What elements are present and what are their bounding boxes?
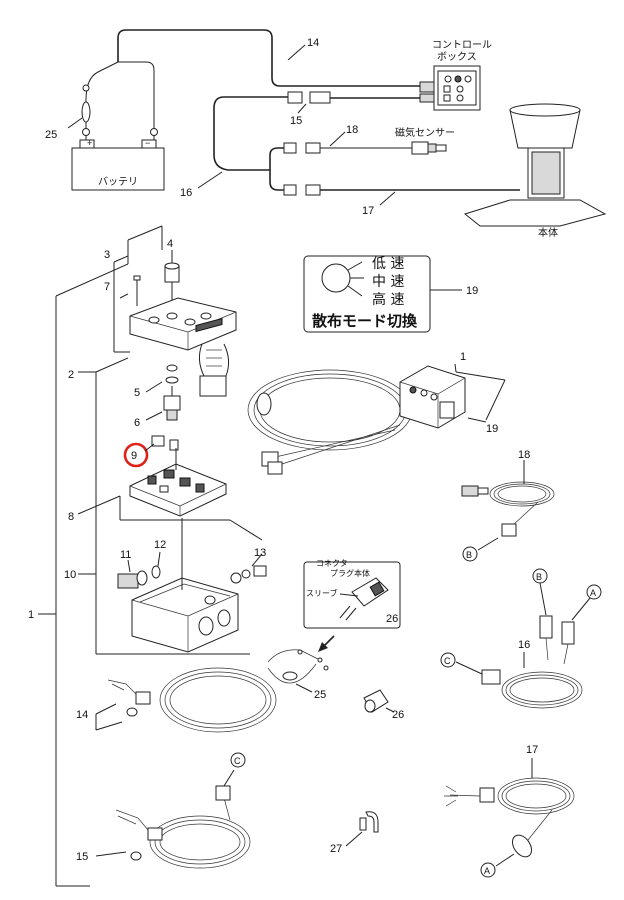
svg-text:+: + [87, 138, 92, 148]
label-26-inset: 26 [386, 613, 398, 625]
part-27-clip: 27 [330, 811, 379, 855]
part-7-screw [133, 275, 141, 306]
part-4-knob: 4 [164, 238, 180, 300]
bracket-lines [38, 225, 263, 887]
mode-panel: 低 速 中 速 高 速 散布モード切換 19 [303, 255, 478, 333]
label-2-left: 2 [68, 369, 74, 381]
mode-title: 散布モード切換 [312, 312, 418, 330]
svg-text:−: − [145, 138, 150, 148]
pcb-board [129, 448, 227, 517]
label-9: 9 [131, 450, 137, 462]
label-15-left: 15 [76, 851, 88, 863]
label-11: 11 [120, 549, 131, 561]
part-26-sleeve: 26 [363, 689, 404, 721]
label-14-left: 14 [76, 709, 88, 721]
battery-harness: 25 [45, 61, 158, 141]
label-19-panel: 19 [466, 285, 478, 297]
mode-low: 低 速 [372, 256, 404, 272]
label-18-asm: 18 [518, 449, 530, 461]
label-17-asm: 17 [526, 744, 538, 756]
control-box-top: コントロール ボックス [419, 40, 492, 111]
harness-17: A 17 [444, 744, 575, 878]
label-14-top: 14 [307, 37, 319, 49]
harness-17-top: 17 [305, 184, 520, 217]
connector-label-2: プラグ本体 [330, 568, 370, 578]
label-10-left: 10 [64, 569, 76, 581]
label-1-asm: 1 [460, 351, 466, 363]
battery-label: バッテリ [98, 176, 138, 188]
label-3-left: 3 [104, 249, 110, 261]
magnetic-sensor-label: 磁気センサー [395, 126, 455, 139]
harness-16: B A C 16 [440, 568, 602, 709]
assembly-1: 1 19 [247, 351, 506, 475]
label-8-left: 8 [68, 511, 74, 523]
highlight-circle [123, 442, 149, 468]
label-5: 5 [134, 387, 140, 399]
ref-b-2: B [536, 572, 542, 582]
connector-label-1: コネクタ [316, 559, 348, 568]
label-1-left: 1 [28, 609, 34, 621]
harness-16-top: 16 [180, 142, 297, 199]
connector-inset: コネクタ プラグ本体 スリーブ 26 [303, 559, 401, 652]
main-body: 本体 [463, 103, 607, 239]
enclosure-box [131, 518, 239, 653]
sleeve-label: スリーブ [306, 588, 338, 598]
harness-15-left: C 15 [76, 752, 251, 869]
sensor-18: 18 B [461, 449, 555, 562]
label-25-top: 25 [45, 129, 57, 141]
part-11-12-13: 11 12 13 [117, 539, 267, 589]
harness-14-top: 14 [117, 29, 420, 87]
battery: + − バッテリ [71, 138, 165, 191]
control-box-label-1: コントロール [432, 40, 492, 51]
ref-c-2: C [234, 756, 241, 766]
control-box-label-2: ボックス [437, 51, 477, 63]
label-12: 12 [154, 539, 166, 551]
label-25-mid: 25 [314, 689, 326, 701]
harness-15-top: 15 [213, 91, 420, 171]
label-27: 27 [330, 843, 342, 855]
ref-c-1: C [444, 656, 451, 666]
ref-a-1: A [590, 588, 596, 598]
label-4: 4 [167, 238, 173, 250]
part-25-harness: 25 [267, 649, 329, 701]
mode-high: 高 速 [372, 291, 404, 308]
ref-b-1: B [466, 550, 472, 560]
label-15-top: 15 [290, 115, 302, 127]
part-9: 9 [123, 435, 179, 468]
label-17-top: 17 [362, 205, 374, 217]
harness-14-left: 14 [76, 667, 277, 733]
part-3-faceplate [129, 297, 237, 397]
battery-body [71, 147, 165, 191]
part-5-6: 5 6 [134, 364, 181, 429]
label-26-mid: 26 [392, 709, 404, 721]
label-18-top: 18 [346, 124, 358, 136]
sensor-18-top: 18 磁気センサー [305, 124, 455, 155]
mode-mid: 中 速 [372, 274, 404, 290]
label-16-top: 16 [180, 187, 192, 199]
label-7-left: 7 [104, 281, 110, 293]
ref-a-2: A [484, 866, 490, 876]
label-19-asm: 19 [486, 423, 498, 435]
label-6: 6 [134, 417, 140, 429]
main-body-label: 本体 [538, 226, 558, 239]
label-16-asm: 16 [518, 639, 530, 651]
label-13: 13 [254, 547, 266, 559]
